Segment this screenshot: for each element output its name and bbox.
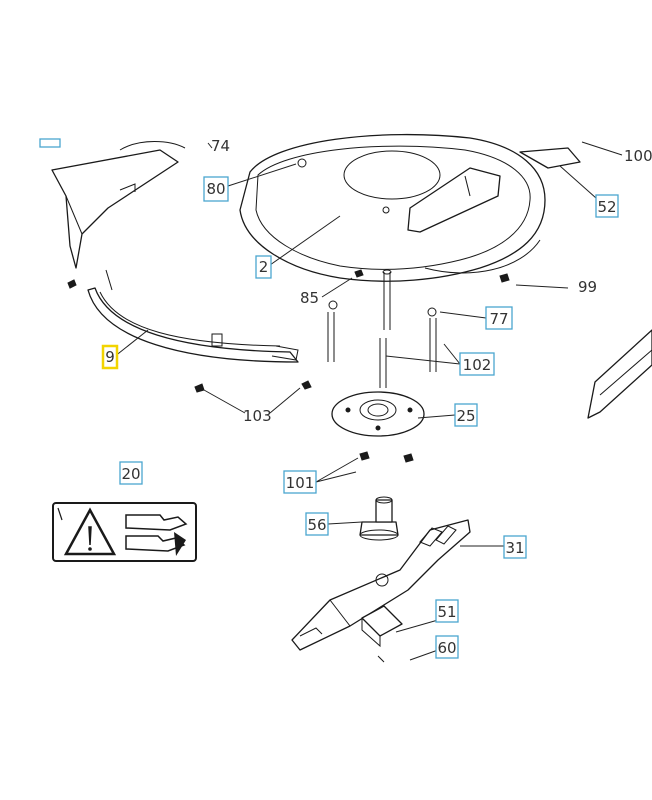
callout-p100: 100 [624, 147, 652, 165]
callout-p20: 20 [119, 461, 143, 485]
long-bolts-part [327, 269, 437, 388]
callout-p77: 77 [485, 306, 513, 330]
callout-p9: 9 [101, 344, 119, 370]
label-31: 31 [505, 539, 524, 557]
callout-p102: 102 [459, 352, 495, 376]
callout-p99: 99 [578, 278, 597, 296]
label-2: 2 [259, 258, 269, 276]
callout-p25: 25 [454, 403, 478, 427]
fasteners [67, 269, 510, 463]
callout-p80: 80 [203, 176, 229, 202]
side-deflector-part [51, 141, 186, 269]
label-102: 102 [463, 356, 492, 374]
mower-blade-part [291, 519, 471, 651]
label-51: 51 [437, 603, 456, 621]
deck-housing-part [239, 133, 581, 282]
leader-lines [113, 141, 623, 661]
callout-p74: 74 [211, 137, 230, 155]
callout-p31: 31 [503, 535, 527, 559]
label-25: 25 [456, 407, 475, 425]
label-74: 74 [211, 137, 230, 155]
label-85: 85 [300, 289, 319, 307]
blade-flange-part [331, 391, 425, 437]
label-101: 101 [286, 474, 315, 492]
callout-p85: 85 [300, 289, 319, 307]
callout-p52: 52 [595, 194, 619, 218]
callout-p51: 51 [435, 599, 459, 623]
label-80: 80 [206, 180, 225, 198]
label-56: 56 [307, 516, 326, 534]
label-9: 9 [105, 348, 115, 366]
callout-p101: 101 [283, 470, 317, 494]
hand-blade-icon [125, 514, 188, 531]
label-20: 20 [121, 465, 140, 483]
curved-deflector-strip-part [87, 269, 299, 363]
blade-adapter-part [359, 496, 399, 541]
label-100: 100 [624, 147, 652, 165]
callout-p56: 56 [305, 512, 329, 536]
callout-p60: 60 [435, 635, 459, 659]
callout-p103: 103 [243, 407, 272, 425]
label-99: 99 [578, 278, 597, 296]
label-52: 52 [597, 198, 616, 216]
label-103: 103 [243, 407, 272, 425]
cut-label-box [39, 138, 61, 148]
label-77: 77 [489, 310, 508, 328]
label-60: 60 [437, 639, 456, 657]
callout-p2: 2 [255, 255, 272, 279]
blade-bolt-part [361, 605, 403, 663]
warning-decal-part [52, 502, 197, 562]
rear-flap-part [587, 329, 652, 419]
